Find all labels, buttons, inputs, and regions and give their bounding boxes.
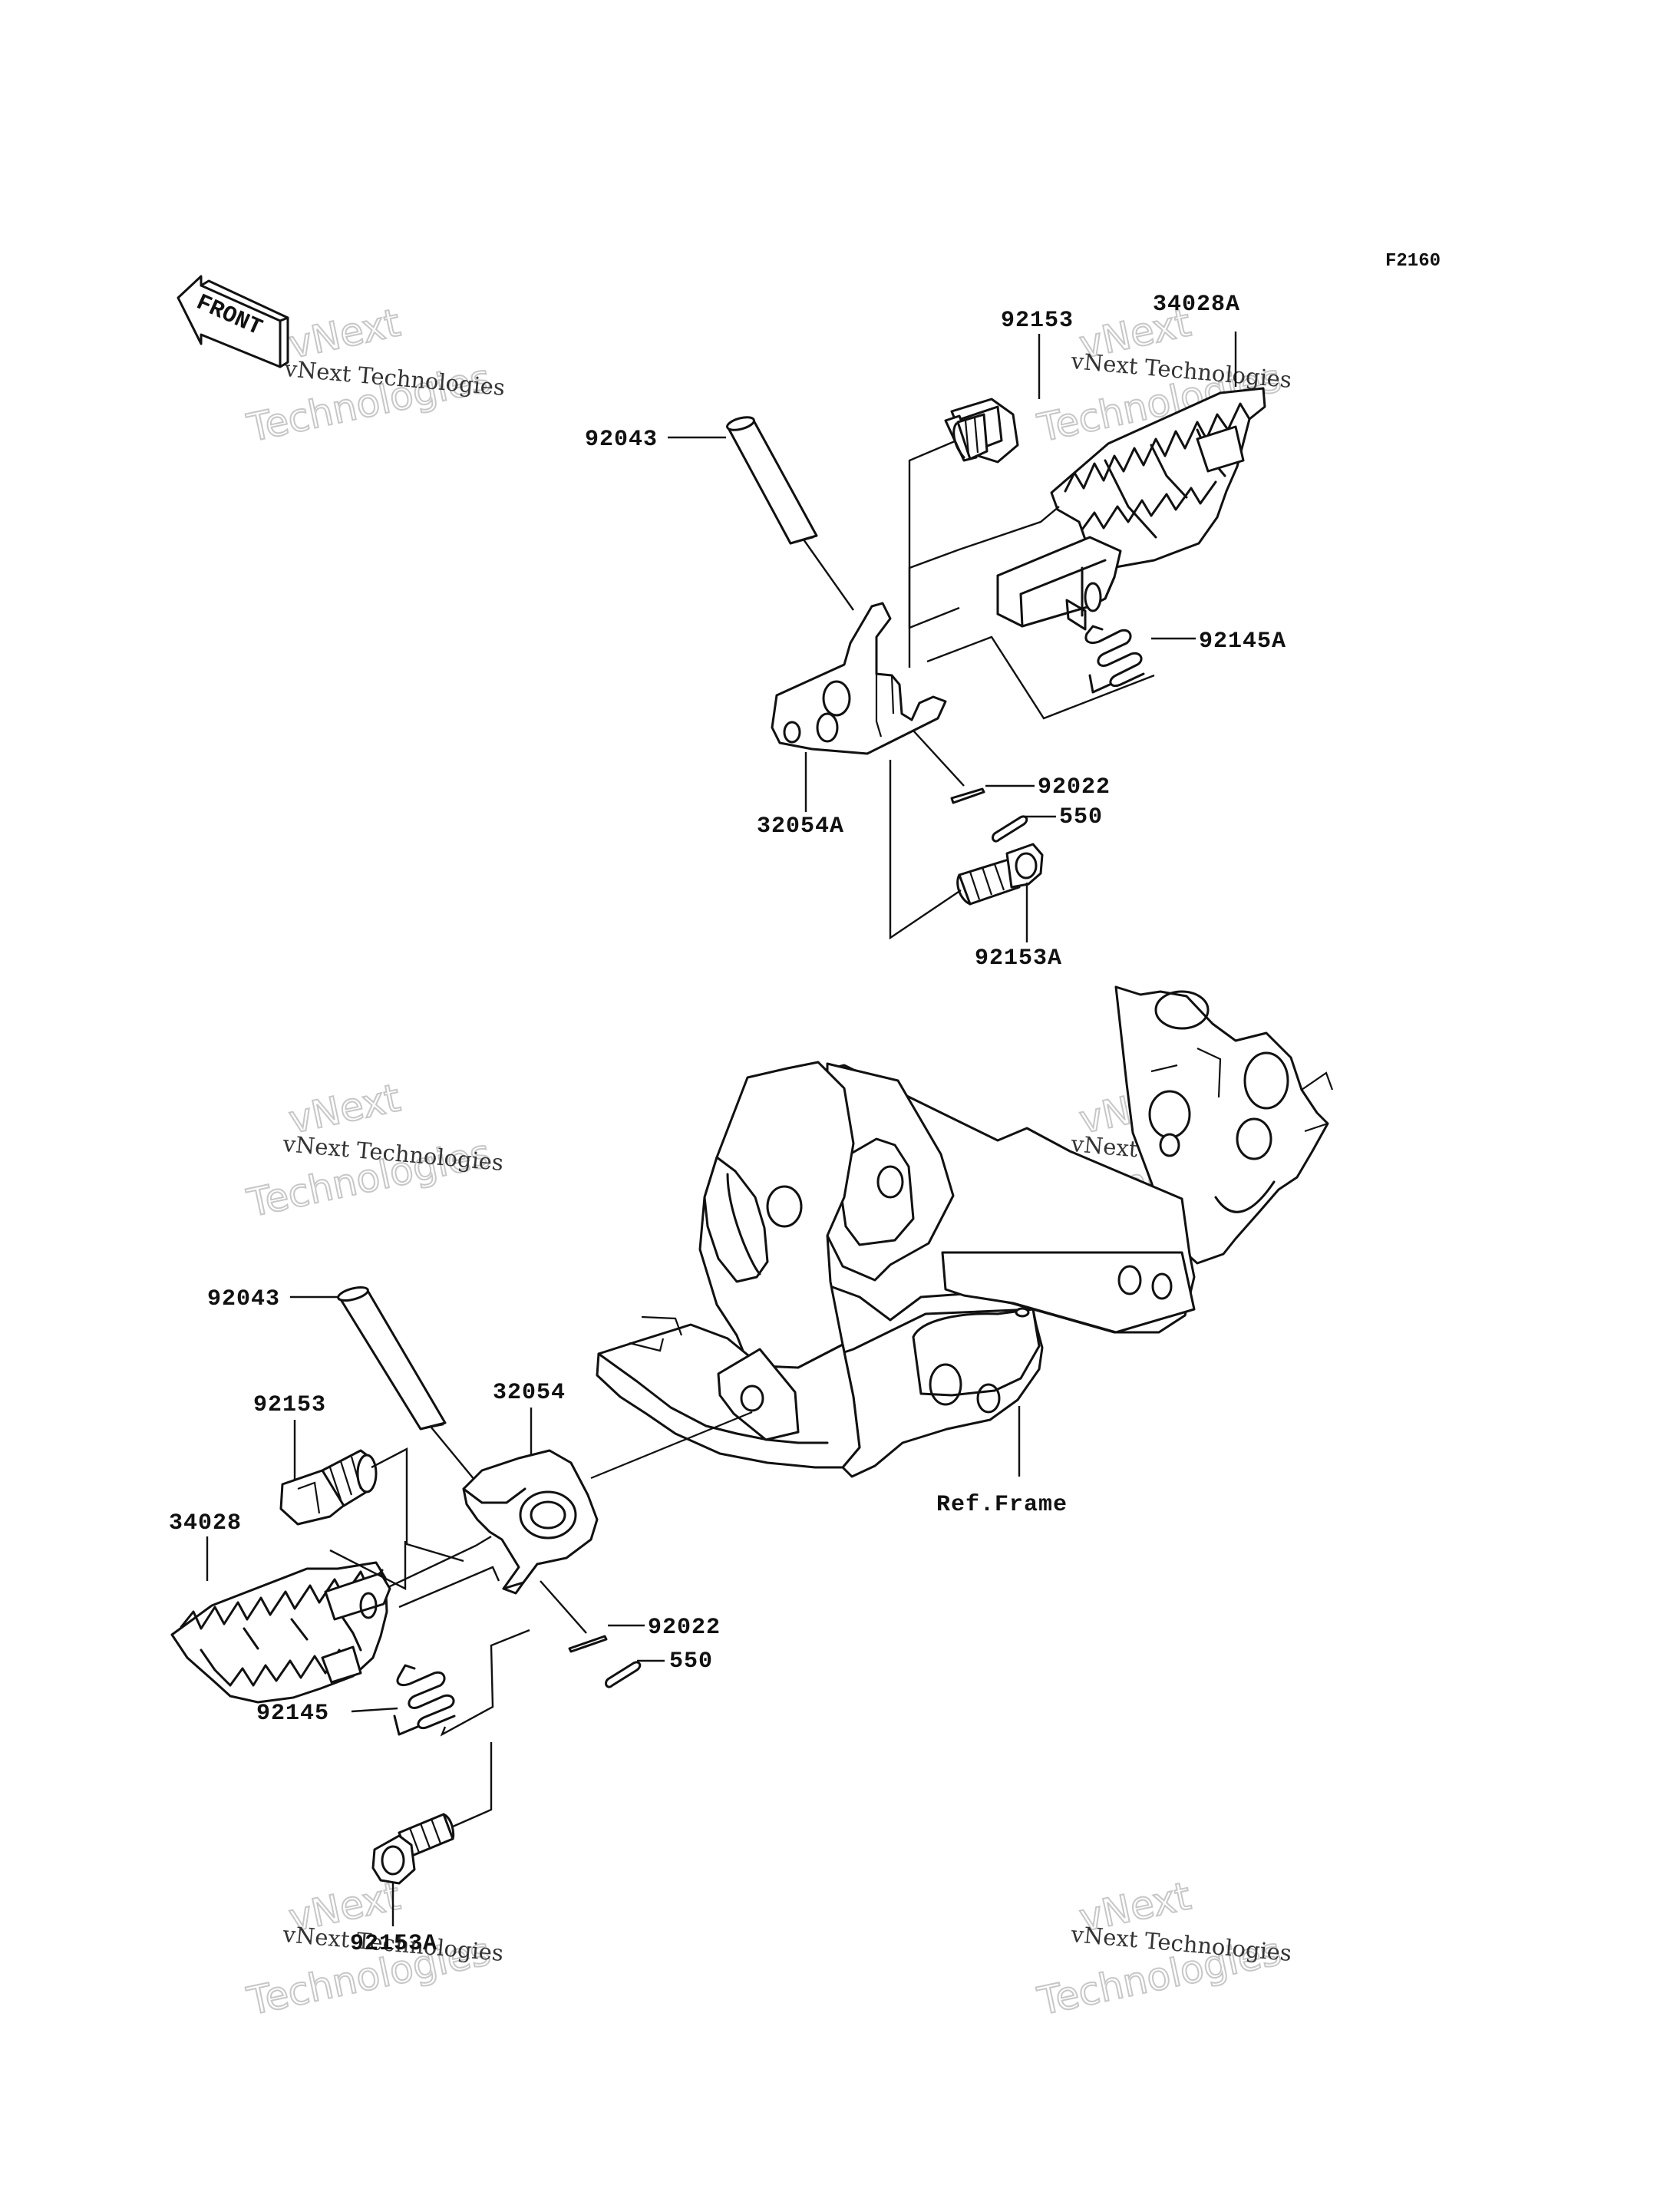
label-upper-bracket: 32054A [757, 814, 844, 840]
upper-pin [726, 416, 818, 545]
label-lower-mount-bolt: 92153A [350, 1931, 437, 1957]
upper-cotter-pin [992, 815, 1028, 843]
lower-spring [393, 1664, 456, 1736]
label-upper-mount-bolt: 92153A [975, 946, 1062, 972]
label-lower-footpeg: 34028 [169, 1510, 242, 1536]
label-lower-bracket: 32054 [493, 1380, 566, 1406]
label-upper-footpeg: 34028A [1153, 292, 1240, 318]
lower-washer [568, 1635, 608, 1653]
lower-mount-bolt [371, 1813, 455, 1885]
label-upper-spring: 92145A [1199, 629, 1286, 655]
lower-pin [337, 1285, 447, 1431]
lower-footpeg [170, 1561, 391, 1704]
label-ref-frame: Ref.Frame [936, 1492, 1068, 1518]
label-lower-pin: 92043 [207, 1286, 280, 1312]
lower-bracket [462, 1449, 599, 1595]
upper-footpeg-assembly: 92043 92153 34028A 92145A 32054A 92022 5… [585, 292, 1286, 972]
label-lower-bolt: 92153 [253, 1392, 326, 1418]
upper-washer [950, 787, 985, 804]
upper-bolt [944, 398, 1019, 464]
label-lower-washer: 92022 [648, 1615, 721, 1641]
figure-code: F2160 [1385, 251, 1441, 272]
lower-bolt [279, 1449, 378, 1526]
label-lower-spring: 92145 [256, 1701, 329, 1727]
front-arrow-icon: FRONT [177, 275, 289, 368]
upper-bracket [771, 602, 947, 755]
upper-mount-bolt [956, 843, 1044, 906]
label-upper-cotter: 550 [1059, 804, 1103, 830]
label-upper-washer: 92022 [1038, 774, 1111, 800]
upper-footpeg [996, 387, 1266, 631]
frame [596, 985, 1334, 1478]
label-upper-bolt: 92153 [1001, 308, 1074, 334]
label-lower-cotter: 550 [669, 1648, 713, 1675]
upper-spring [1084, 625, 1145, 694]
lower-footpeg-assembly: 92043 92153 32054 34028 92022 550 92145 … [169, 1285, 753, 1957]
lower-cotter-pin [605, 1661, 642, 1688]
label-upper-pin: 92043 [585, 427, 658, 453]
